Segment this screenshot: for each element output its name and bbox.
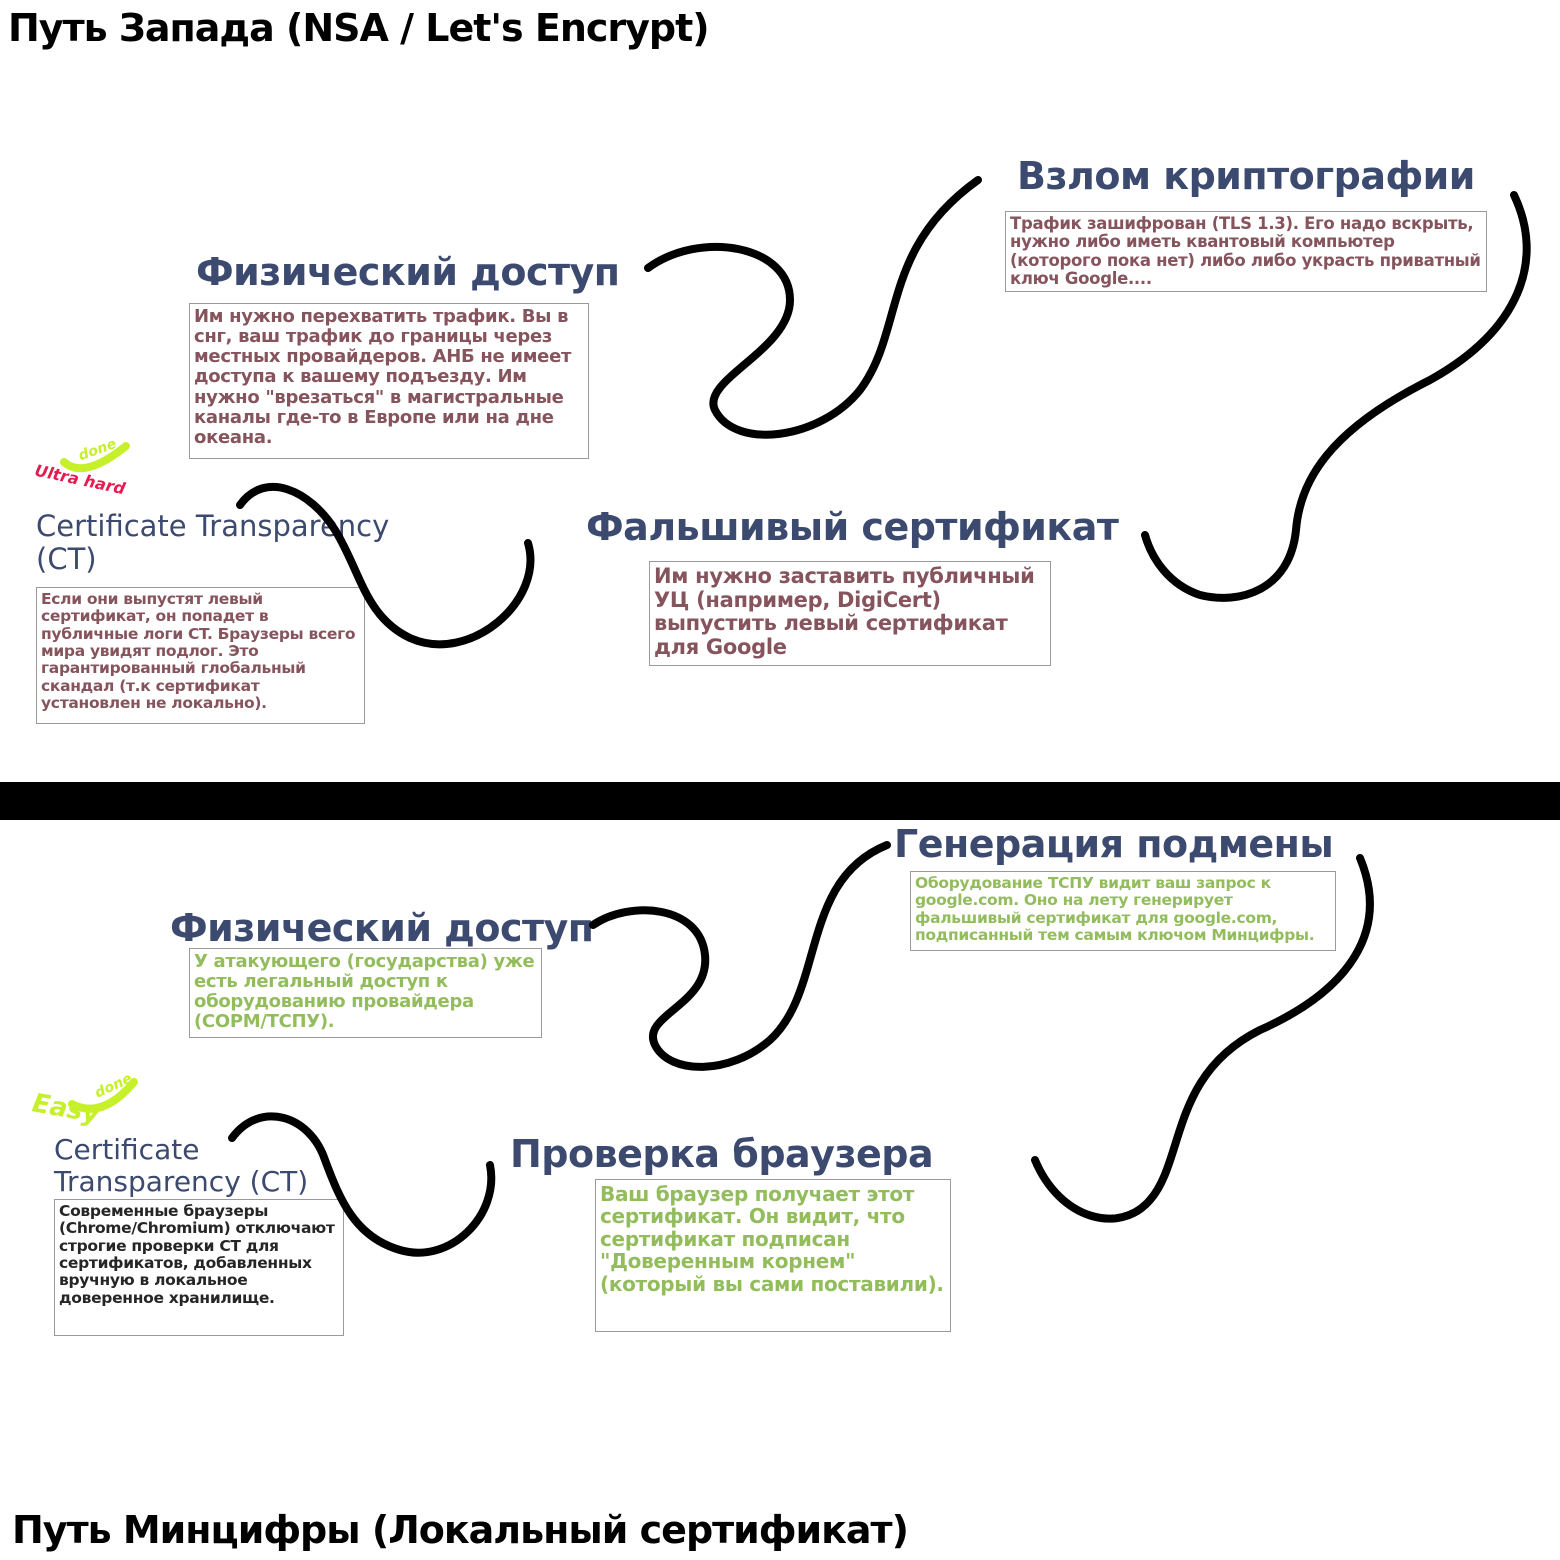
bottom-physical-heading: Физический доступ [170, 906, 594, 950]
top-physical-description: Им нужно перехватить трафик. Вы в снг, в… [189, 303, 589, 459]
connector-physical-to-crypto [644, 176, 982, 439]
top-fakecert-description: Им нужно заставить публичный УЦ (наприме… [649, 561, 1051, 666]
bottom-difficulty-sticker: done Easy [30, 1070, 142, 1136]
top-ct-heading: Certificate Transparency (CT) [36, 509, 390, 577]
bottom-ct-heading: Certificate Transparency (CT) [54, 1133, 309, 1199]
bottom-generation-description: Оборудование ТСПУ видит ваш запрос к goo… [910, 871, 1336, 951]
connector-physical-to-generation [589, 841, 891, 1071]
top-difficulty-sticker: done Ultra hard [33, 436, 134, 500]
bottom-physical-description: У атакующего (государства) уже есть лега… [189, 948, 542, 1038]
section-divider [0, 782, 1560, 820]
top-fakecert-heading: Фальшивый сертификат [586, 505, 1119, 549]
top-crypto-heading: Взлом криптографии [1017, 154, 1475, 198]
bottom-section-title: Путь Минцифры (Локальный сертификат) [12, 1508, 909, 1552]
bottom-browser-description: Ваш браузер получает этот сертификат. Он… [595, 1179, 951, 1332]
bottom-ct-description: Современные браузеры (Chrome/Chromium) о… [54, 1199, 344, 1336]
bottom-sticker-swoosh [68, 1078, 138, 1113]
top-physical-heading: Физический доступ [196, 250, 620, 294]
top-sticker-swoosh [60, 442, 130, 473]
bottom-browser-heading: Проверка браузера [510, 1132, 934, 1176]
top-section-title: Путь Запада (NSA / Let's Encrypt) [8, 6, 710, 50]
top-ct-description: Если они выпустят левый сертификат, он п… [36, 587, 365, 724]
bottom-generation-heading: Генерация подмены [894, 822, 1334, 866]
top-crypto-description: Трафик зашифрован (TLS 1.3). Его надо вс… [1005, 211, 1487, 292]
